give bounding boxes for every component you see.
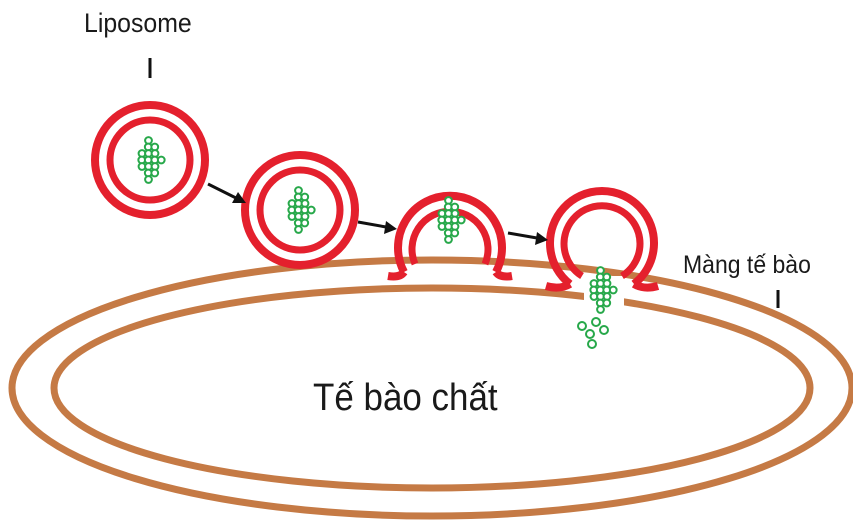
drug-particle [451,230,458,237]
drug-particle [445,236,452,243]
arrow-2 [358,221,397,234]
arrow-3 [508,232,548,245]
liposome-stage-1 [95,105,205,215]
drug-cluster-2 [288,187,314,233]
drug-particle [295,226,302,233]
drug-particle [158,157,165,164]
drug-particle [308,207,315,214]
drug-cluster-3 [438,197,464,243]
liposome-stage-2 [245,155,355,265]
drug-particle [610,287,617,294]
drug-particle [145,176,152,183]
released-particles [578,318,608,348]
drug-particle [458,217,465,224]
drug-cluster-1 [138,137,164,183]
cell-membrane-label: Màng tế bào [683,251,811,280]
drug-particle [597,306,604,313]
drug-particle [301,220,308,227]
arrow-1 [208,184,246,203]
drug-particle [151,170,158,177]
liposome-label: Liposome [84,8,192,39]
drug-particle [603,300,610,307]
cytoplasm-label: Tế bào chất [313,377,498,420]
